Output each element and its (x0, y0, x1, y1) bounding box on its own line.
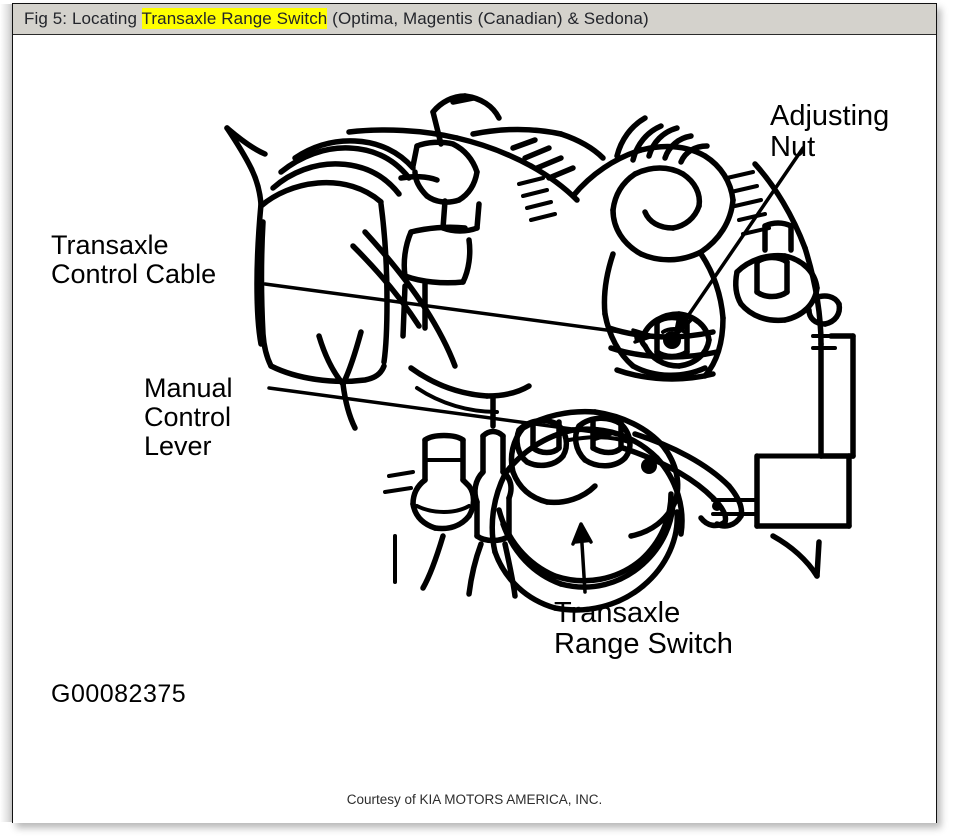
figure-image-code: G00082375 (51, 680, 187, 708)
figure-panel: Fig 5: Locating Transaxle Range Switch (… (12, 3, 937, 823)
courtesy-notice: Courtesy of KIA MOTORS AMERICA, INC. (346, 792, 603, 807)
label-adjusting-nut: Adjusting Nut (770, 100, 890, 164)
figure-body: Transaxle Control Cable Manual Control L… (13, 36, 936, 823)
label-transaxle-control-cable: Transaxle Control Cable (51, 230, 217, 290)
caption-prefix: Fig 5: Locating (24, 9, 142, 28)
caption-suffix: (Optima, Magentis (Canadian) & Sedona) (327, 9, 649, 28)
figure-caption-bar: Fig 5: Locating Transaxle Range Switch (… (13, 4, 936, 35)
transaxle-line-drawing (224, 93, 856, 613)
label-transaxle-range-switch: Transaxle Range Switch (554, 597, 733, 661)
caption-highlight: Transaxle Range Switch (141, 8, 328, 29)
label-manual-control-lever: Manual Control Lever (144, 373, 233, 462)
figure-caption: Fig 5: Locating Transaxle Range Switch (… (13, 4, 649, 34)
